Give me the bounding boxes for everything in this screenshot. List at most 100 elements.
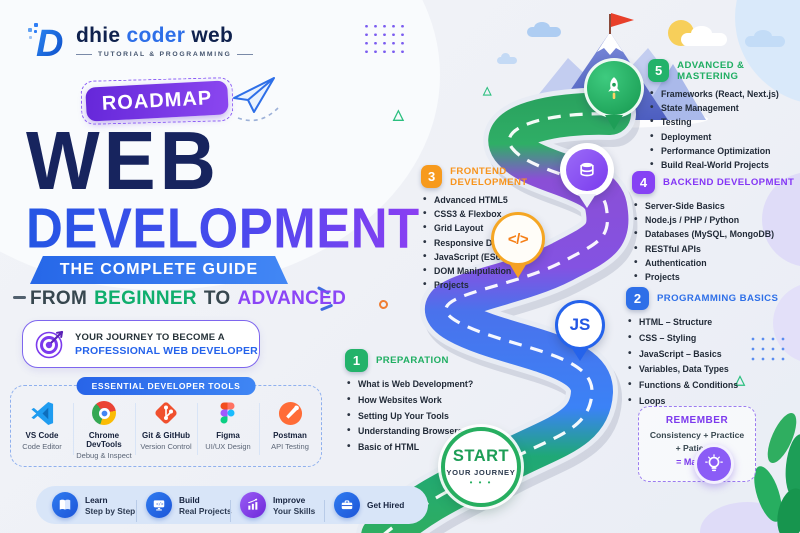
tool-figma: Figma UI/UX Design xyxy=(197,399,258,460)
start-sublabel: YOUR JOURNEY xyxy=(446,468,516,477)
remember-title: REMEMBER xyxy=(665,415,729,426)
stage-frontend-development: 3 FRONTEND DEVELOPMENT Advanced HTML5 CS… xyxy=(421,165,576,294)
main-title-web: WEB xyxy=(26,113,220,208)
remember-line: Consistency + Practice xyxy=(649,429,745,440)
start-label: START xyxy=(452,447,510,465)
flag-icon xyxy=(611,13,634,27)
stage-item: Advanced HTML5 xyxy=(423,195,576,206)
level-advanced: ADVANCED xyxy=(237,288,347,309)
stage-programming-basics: 2 PROGRAMMING BASICS HTML – Structure CS… xyxy=(626,287,794,412)
stage-item: Basic of HTML xyxy=(347,442,510,453)
roadmap-badge-label: ROADMAP xyxy=(101,86,213,115)
figma-icon xyxy=(198,399,258,427)
tool-vscode: VS Code Code Editor xyxy=(12,399,72,460)
stage-item: Projects xyxy=(634,272,800,283)
tool-postman: Postman API Testing xyxy=(259,399,320,460)
cloud-icon xyxy=(745,29,785,47)
journey-line-1: YOUR JOURNEY TO BECOME A xyxy=(75,331,225,343)
stage-title: PROGRAMMING BASICS xyxy=(657,293,779,304)
cloud-icon xyxy=(681,25,727,46)
tool-git: Git & GitHub Version Control xyxy=(135,399,196,460)
brand-name: dhie coder web xyxy=(76,24,253,48)
stage-item: CSS – Styling xyxy=(628,333,794,344)
stage-item: Frameworks (React, Next.js) xyxy=(650,89,798,100)
benefits-bar: Learn Step by Step </> Build Real Projec… xyxy=(36,486,428,524)
subtitle-text: THE COMPLETE GUIDE xyxy=(59,261,259,278)
start-dots: • • • xyxy=(469,478,493,487)
stage-title: ADVANCED & MASTERING xyxy=(677,59,745,82)
stage-item: Loops xyxy=(628,396,794,407)
remember-line: + Patience xyxy=(675,443,719,453)
stage-title: FRONTEND DEVELOPMENT xyxy=(450,165,528,188)
rocket-icon xyxy=(608,77,620,100)
dash-decoration xyxy=(13,296,26,299)
code-icon: </> xyxy=(507,230,529,248)
stage-item: RESTful APIs xyxy=(634,244,800,255)
main-title-development: DEVELOPMENT xyxy=(26,196,420,260)
stage-item: Variables, Data Types xyxy=(628,364,794,375)
stage-item: Build Real-World Projects xyxy=(650,160,798,171)
stage-item: Node.js / PHP / Python xyxy=(634,215,800,226)
start-journey-sign: START YOUR JOURNEY • • • xyxy=(441,427,521,507)
stage-number: 5 xyxy=(648,59,670,82)
stage-item: What is Web Development? xyxy=(347,379,510,390)
level-to: TO xyxy=(203,288,231,309)
git-icon xyxy=(136,399,196,427)
stage-item: Deployment xyxy=(650,132,798,143)
subtitle-ribbon: THE COMPLETE GUIDE xyxy=(30,256,288,284)
stage-item: State Management xyxy=(650,103,798,114)
stage-number: 1 xyxy=(345,349,368,372)
stage-item: Server-Side Basics xyxy=(634,201,800,212)
stage-item: Testing xyxy=(650,117,798,128)
stage-item: Performance Optimization xyxy=(650,146,798,157)
cloud-icon xyxy=(527,21,561,37)
stage-item: Functions & Conditions xyxy=(628,380,794,391)
stage-title: PREPARATION xyxy=(376,355,449,366)
stage-item: HTML – Structure xyxy=(628,317,794,328)
triangle-decoration: △ xyxy=(393,106,404,122)
svg-text:</>: </> xyxy=(156,503,164,508)
stage-item: Setting Up Your Tools xyxy=(347,411,510,422)
tagline-dash xyxy=(76,53,92,56)
stage-number: 2 xyxy=(626,287,649,310)
milestone-rocket-pin xyxy=(584,58,644,130)
stage-item: DOM Manipulation xyxy=(423,266,576,277)
ring-decoration xyxy=(379,300,388,309)
svg-text:D: D xyxy=(36,23,63,62)
tools-heading: ESSENTIAL DEVELOPER TOOLS xyxy=(76,377,256,395)
stage-item: How Websites Work xyxy=(347,395,510,406)
cloud-icon xyxy=(497,53,517,64)
stage-backend-development: 4 BACKEND DEVELOPMENT Server-Side Basics… xyxy=(632,171,800,286)
target-arrow-icon xyxy=(35,330,64,359)
stage-advanced-mastering: 5 ADVANCED & MASTERING Frameworks (React… xyxy=(648,59,798,174)
stage-item: Databases (MySQL, MongoDB) xyxy=(634,229,800,240)
d-logo-icon: D xyxy=(28,23,63,62)
brand-word-2: coder xyxy=(126,24,186,47)
benefit-get-hired: Get Hired xyxy=(324,492,420,522)
brand-word-1: dhie xyxy=(76,24,121,47)
lightbulb-icon xyxy=(694,444,734,484)
journey-note-card: YOUR JOURNEY TO BECOME A PROFESSIONAL WE… xyxy=(22,320,260,368)
level-beginner: BEGINNER xyxy=(94,288,197,309)
benefit-build: </> Build Real Projects xyxy=(136,492,232,522)
stage-item: Projects xyxy=(423,280,576,291)
paper-plane-icon xyxy=(233,77,279,122)
monitor-icon: </> xyxy=(146,492,172,518)
book-icon xyxy=(52,492,78,518)
brand-logo: D dhie coder web TUTORIAL & PROGRAMMING xyxy=(26,20,254,62)
stage-item: JavaScript (ES6+) xyxy=(423,252,576,263)
brand-tagline: TUTORIAL & PROGRAMMING xyxy=(76,51,254,58)
stage-number: 3 xyxy=(421,165,443,188)
vscode-icon xyxy=(12,399,72,427)
stage-title: BACKEND DEVELOPMENT xyxy=(663,177,795,188)
journey-line-2: PROFESSIONAL WEB DEVELOPER xyxy=(75,344,258,357)
level-range-line: FROM BEGINNER TO ADVANCED xyxy=(30,288,346,310)
js-icon: JS xyxy=(569,315,591,334)
stage-item: Understanding Browsers xyxy=(347,426,510,437)
database-icon xyxy=(580,162,594,177)
milestone-js-pin: JS xyxy=(555,300,605,361)
brand-word-3: web xyxy=(191,24,234,47)
stage-number: 4 xyxy=(632,171,655,194)
stage-preparation: 1 PREPARATION What is Web Development? H… xyxy=(345,349,510,458)
